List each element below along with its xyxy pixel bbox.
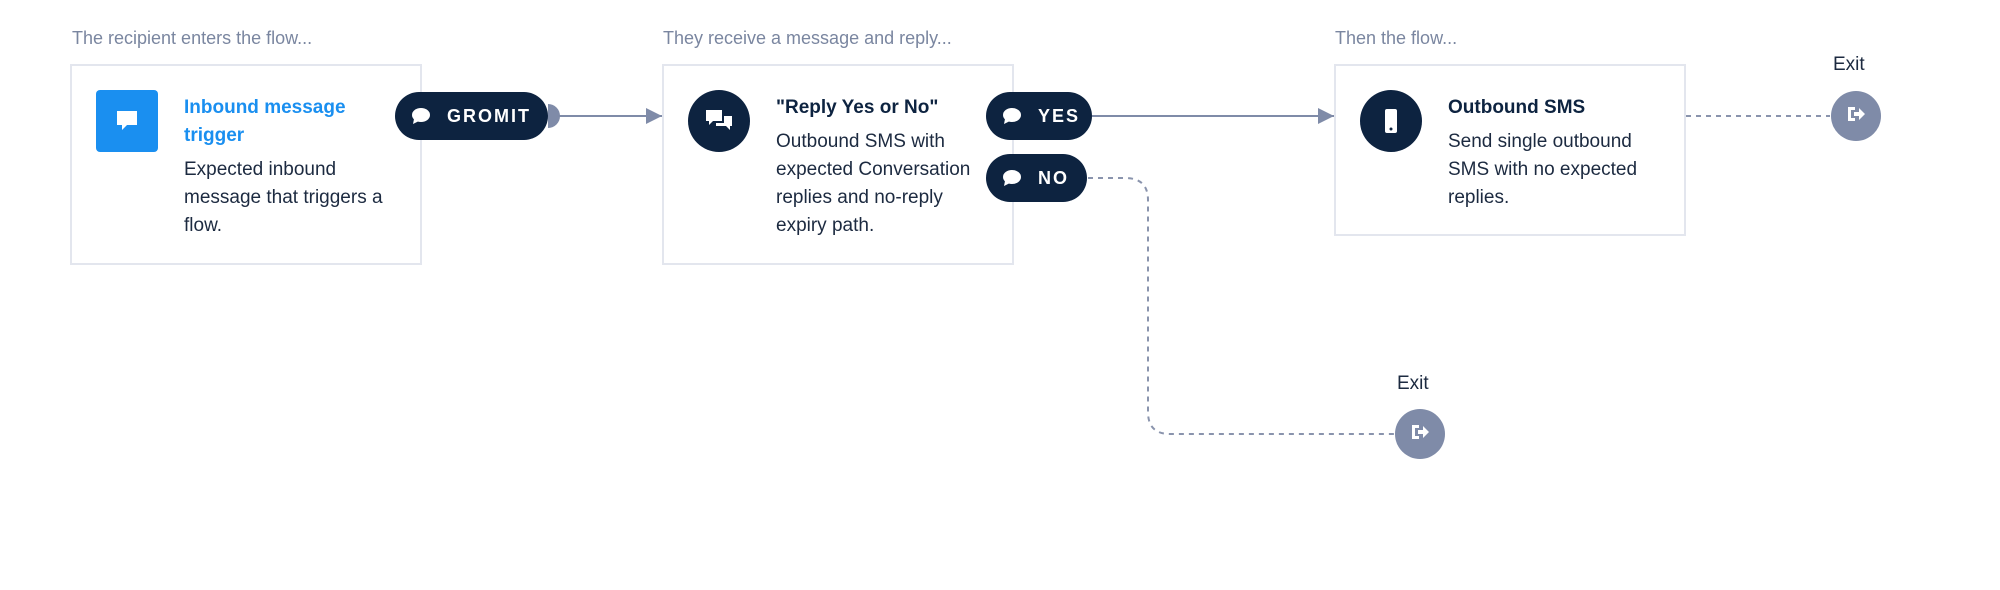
exit-icon	[1846, 105, 1866, 128]
mobile-phone-icon	[1360, 90, 1422, 152]
connector-no-to-exit	[1088, 177, 1396, 435]
conversation-icon	[688, 90, 750, 152]
reply-yes-no-card[interactable]: "Reply Yes or No" Outbound SMS with expe…	[662, 64, 1014, 265]
inbound-trigger-title: Inbound message trigger	[184, 97, 346, 146]
exit-label-bottom: Exit	[1397, 373, 1429, 394]
caption-receive: They receive a message and reply...	[663, 28, 952, 48]
exit-node-top[interactable]	[1831, 91, 1881, 141]
inbound-trigger-card[interactable]: Inbound message trigger Expected inbound…	[70, 64, 422, 265]
connector-handle[interactable]	[548, 104, 560, 128]
exit-node-bottom[interactable]	[1395, 409, 1445, 459]
exit-icon	[1410, 423, 1430, 446]
reply-option-no[interactable]: NO	[986, 154, 1087, 202]
outbound-sms-title: Outbound SMS	[1448, 97, 1586, 118]
reply-description: Outbound SMS with expected Conversation …	[776, 131, 971, 236]
caption-enter: The recipient enters the flow...	[72, 28, 313, 48]
speech-bubble-icon	[1002, 168, 1024, 188]
chat-bubble-icon	[96, 90, 158, 152]
exit-label-top: Exit	[1833, 54, 1865, 75]
reply-title: "Reply Yes or No"	[776, 97, 939, 118]
trigger-keyword-label: GROMIT	[447, 105, 531, 126]
inbound-trigger-description: Expected inbound message that triggers a…	[184, 159, 383, 236]
caption-then: Then the flow...	[1335, 28, 1458, 48]
reply-option-no-label: NO	[1038, 167, 1069, 188]
trigger-keyword-pill[interactable]: GROMIT	[395, 92, 548, 140]
speech-bubble-icon	[411, 106, 433, 126]
reply-option-yes-label: YES	[1038, 105, 1081, 126]
outbound-sms-card[interactable]: Outbound SMS Send single outbound SMS wi…	[1334, 64, 1686, 236]
reply-option-yes[interactable]: YES	[986, 92, 1092, 140]
speech-bubble-icon	[1002, 106, 1024, 126]
outbound-sms-description: Send single outbound SMS with no expecte…	[1448, 131, 1638, 208]
